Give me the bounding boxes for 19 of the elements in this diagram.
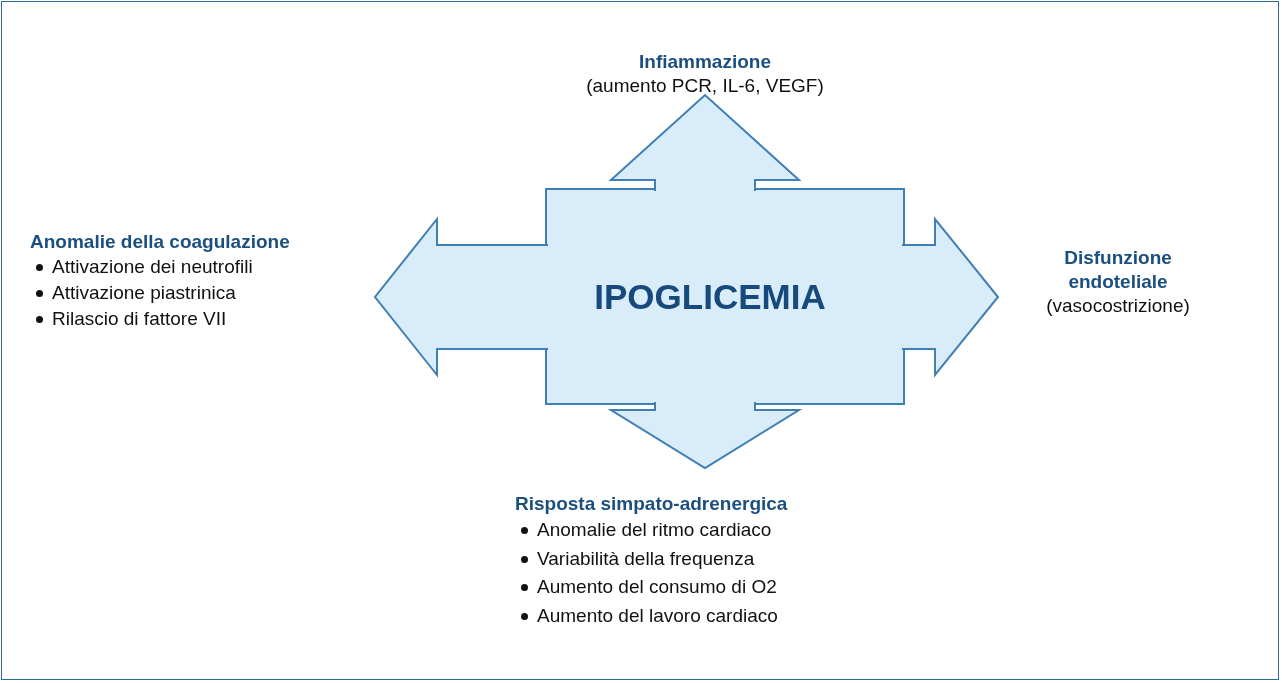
center-box <box>545 188 905 405</box>
description-text: (vasocostrizione) <box>1046 294 1190 318</box>
block-arrow <box>373 216 549 378</box>
heading-text: Risposta simpato-adrenergica <box>515 492 788 516</box>
block-arrow <box>607 401 803 470</box>
bullet-item: Rilascio di fattore VII <box>30 306 227 332</box>
heading-text: Infiammazione <box>639 50 771 74</box>
bullet-item: Attivazione piastrinica <box>30 280 236 306</box>
heading-text: Anomalie della coagulazione <box>30 230 290 254</box>
bullet-item: Anomalie del ritmo cardiaco <box>515 516 772 545</box>
block-arrow <box>901 216 1000 378</box>
bullet-item: Aumento del lavoro cardiaco <box>515 601 778 630</box>
heading-text: Disfunzione endoteliale <box>1063 246 1173 294</box>
bullet-item: Aumento del consumo di O2 <box>515 573 777 602</box>
bullet-item: Attivazione dei neutrofili <box>30 254 253 280</box>
description-text: (aumento PCR, IL-6, VEGF) <box>586 74 824 98</box>
block-arrow <box>608 93 802 192</box>
center-title: IPOGLICEMIA <box>594 276 826 317</box>
bullet-item: Variabilità della frequenza <box>515 544 755 573</box>
